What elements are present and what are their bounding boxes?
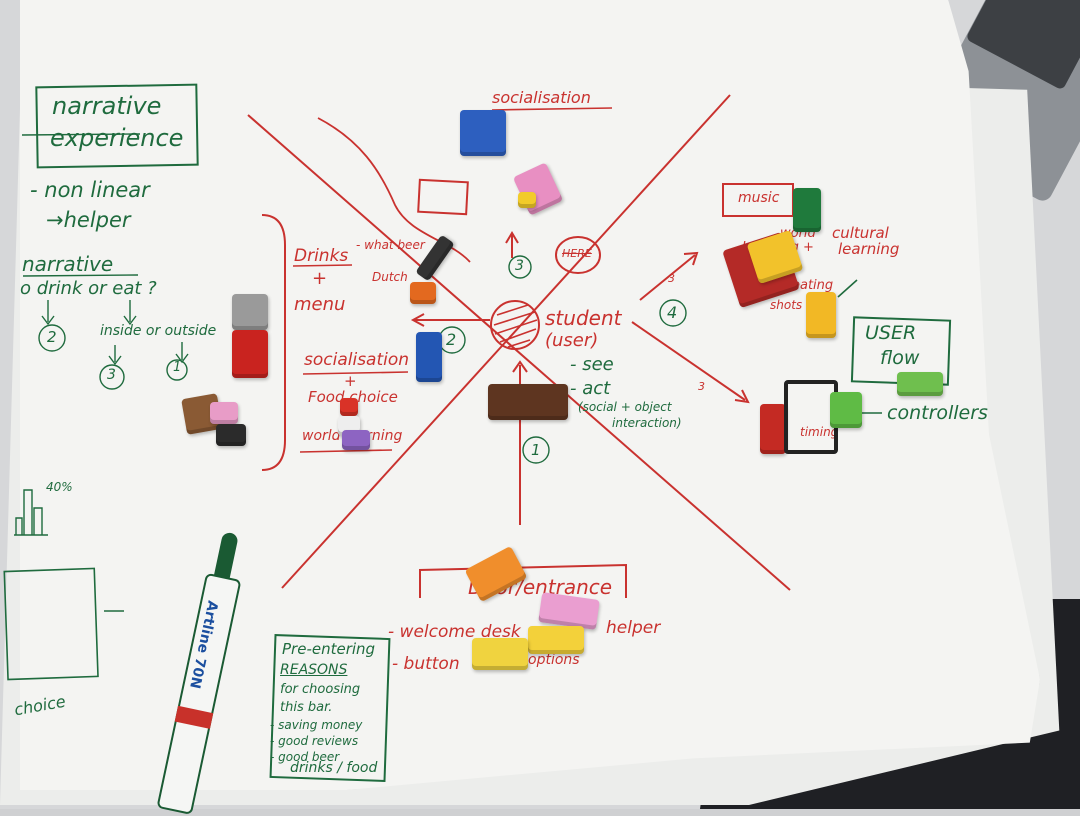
eating-label: eating: [792, 278, 834, 293]
user-flow-label-2: flow: [880, 347, 920, 369]
x-line-2: [281, 94, 731, 589]
lego-blue-tall: [416, 332, 442, 382]
socialisation-plus: +: [344, 372, 357, 390]
food-choice-label: Food choice: [308, 388, 398, 406]
drinks-plus: +: [312, 268, 328, 289]
drinks-food-label: drinks / food: [290, 760, 378, 776]
narrative-label: narrative: [22, 252, 114, 276]
social-object-label: (social + object: [578, 400, 672, 414]
helper-label: →helper: [46, 208, 131, 232]
drink-or-eat-question: o drink or eat ?: [20, 278, 157, 299]
lego-black-left: [216, 424, 246, 446]
good-beer-label: - good beer: [270, 750, 340, 764]
small-3-lower: 3: [698, 380, 705, 393]
arrow-right-down: [631, 321, 746, 401]
user-label: (user): [545, 330, 599, 351]
num-3-center: 3: [515, 258, 524, 274]
lego-green-speaker: [793, 188, 821, 232]
cultural-label: cultural: [832, 224, 889, 242]
controllers-label: controllers: [887, 402, 988, 424]
lego-yellow-small: [518, 192, 536, 208]
here-circle: [555, 236, 601, 274]
lego-figure-head: [340, 398, 358, 416]
lego-yellow-desk-2: [472, 638, 528, 670]
timing-label: timing: [800, 425, 839, 439]
for-choosing-label: for choosing: [280, 682, 361, 697]
see-label: - see: [570, 354, 614, 375]
lego-grey: [232, 294, 268, 330]
marker-cap: [213, 531, 239, 580]
num-1-center: 1: [531, 441, 541, 459]
good-reviews-label: - good reviews: [270, 734, 359, 748]
helper-bottom-label: helper: [606, 618, 661, 638]
chart-percent-label: 40%: [46, 480, 73, 494]
narrative-experience-title-1: narrative: [52, 92, 162, 120]
interaction-label: interaction): [612, 416, 682, 430]
music-label: music: [738, 190, 780, 206]
num-2-left: 2: [47, 328, 57, 346]
num-3-left: 3: [107, 367, 116, 383]
socialisation-left-label: socialisation: [304, 350, 410, 370]
options-label: options: [528, 652, 580, 668]
dutch-label: Dutch: [372, 270, 408, 284]
user-flow-label-1: USER: [865, 322, 917, 344]
this-bar-label: this bar.: [280, 700, 333, 715]
non-linear-label: - non linear: [30, 178, 150, 202]
table-outline: [417, 178, 469, 216]
pre-entering-title: Pre-entering: [282, 640, 376, 658]
narrative-experience-title-2: experience: [50, 124, 184, 152]
welcome-desk-label: - welcome desk: [388, 622, 521, 642]
student-label: student: [545, 306, 622, 330]
saving-money-label: - saving money: [270, 718, 363, 732]
lego-red-stack: [232, 330, 268, 378]
lego-pink-left: [210, 402, 238, 424]
lego-orange-small: [410, 282, 436, 304]
reasons-label: REASONS: [280, 662, 348, 678]
drinks-label: Drinks: [294, 246, 349, 266]
lego-red-controller: [760, 404, 786, 454]
lego-green-controller: [830, 392, 862, 428]
lego-purple: [342, 430, 370, 450]
bracket: [261, 214, 286, 471]
entrance-frame: [419, 563, 627, 598]
x-line-1: [247, 114, 791, 591]
lego-brown-table: [488, 384, 568, 420]
cultural-learning-label: learning: [838, 240, 900, 258]
small-3-upper: 3: [668, 272, 675, 285]
socialisation-top-label: socialisation: [492, 88, 591, 107]
menu-label: menu: [294, 294, 346, 315]
lego-yellow-desk-1: [528, 626, 584, 654]
arrow-right-up: [639, 254, 696, 301]
shots-label: shots: [770, 298, 803, 312]
student-circle: [490, 300, 540, 350]
lego-blue-plate: [460, 110, 506, 156]
lego-yellow-right: [806, 292, 836, 338]
button-label: - button: [392, 654, 460, 674]
num-2-center: 2: [446, 330, 457, 349]
act-label: - act: [570, 378, 611, 399]
here-label: HERE: [562, 247, 592, 260]
inside-outside-label: inside or outside: [100, 323, 217, 339]
lego-green-flow: [897, 372, 943, 396]
what-beer-label: - what beer: [356, 238, 425, 252]
num-4-center: 4: [667, 303, 678, 322]
num-1-left: 1: [173, 360, 182, 375]
